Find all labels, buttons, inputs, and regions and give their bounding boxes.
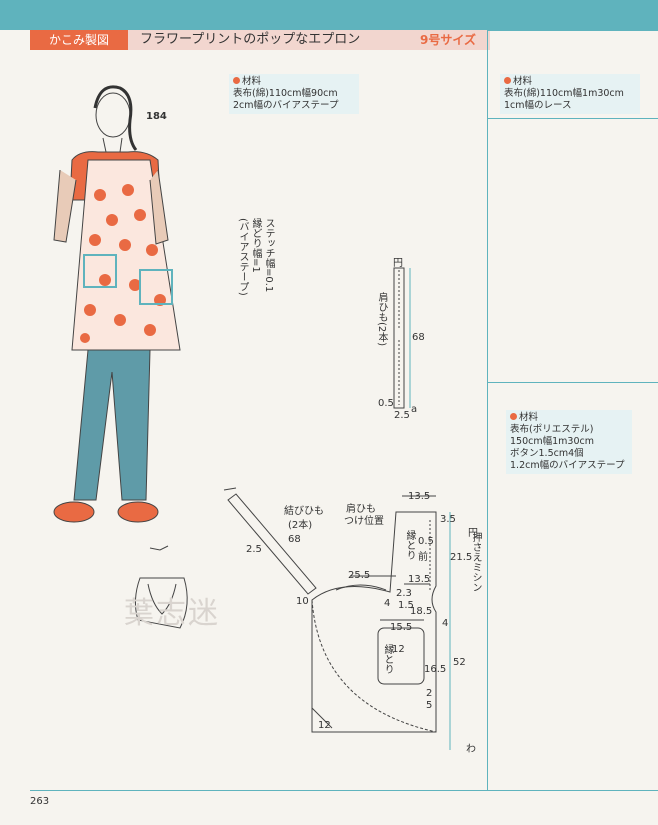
pocket-edge-label: 縁とり [382, 644, 393, 674]
dim-d10: 10 [296, 596, 309, 607]
apron-body-pattern [311, 495, 451, 750]
dim-w3: 13.5 [408, 574, 431, 585]
edge-label: 縁とり [404, 530, 415, 560]
strap-label: 肩ひも(2本) [376, 292, 387, 347]
strap-length: 68 [412, 332, 425, 343]
header-band: かこみ製図 フラワープリントのポップなエプロン 9号サイズ [30, 30, 490, 50]
bottom-rule [30, 790, 658, 791]
materials-box-2: 材料 表布(綿)110cm幅1m30cm 1cm幅のレース [500, 74, 640, 114]
dim-top-right: 3.5 [440, 514, 456, 525]
watermark: 葉志迷 [124, 596, 220, 631]
dim-fold: 0.5 [418, 536, 434, 547]
tie-label: 結びひも [284, 506, 324, 517]
dim-d15: 1.5 [398, 600, 414, 611]
strap-width: 2.5 [394, 410, 410, 421]
body-top-mark: 円 [468, 528, 478, 539]
dim-d12: 12 [318, 720, 331, 731]
dim-pocket-h: 12 [392, 644, 405, 655]
strap-fold-mark: a [411, 404, 418, 415]
dim-height: 21.5 [450, 552, 473, 563]
right-low-rule [487, 382, 658, 383]
dim-d4b: 4 [442, 618, 449, 629]
shoulder-pos-label-1: 肩ひも [346, 504, 376, 515]
right-mid-rule [487, 118, 658, 119]
top-color-bar [0, 0, 658, 30]
header-tag: かこみ製図 [30, 30, 128, 50]
strap-seam: 0.5 [378, 398, 394, 409]
figure-number: 184 [146, 111, 167, 122]
bullet-icon [510, 413, 517, 420]
back-view-sketch [134, 545, 188, 629]
dim-d23: 2.3 [396, 588, 412, 599]
right-top-rule [487, 30, 658, 31]
strap-top-mark: 円 [393, 258, 403, 269]
dim-d165: 16.5 [424, 664, 447, 675]
front-label: 前 [418, 552, 428, 563]
strap-pattern [393, 267, 411, 409]
model-illustration [53, 85, 181, 523]
materials-box-3: 材料 表布(ポリエステル) 150cm幅1m30cm ボタン1.5cm4個 1.… [506, 410, 632, 474]
page-title: フラワープリントのポップなエプロン [140, 32, 361, 47]
fold-mark: わ [466, 744, 476, 755]
dim-pocket-w: 15.5 [390, 622, 413, 633]
materials-box-1: 材料 表布(綿)110cm幅90cm 2cm幅のバイアステープ [229, 74, 359, 114]
dim-top-width: 13.5 [408, 491, 431, 502]
bullet-icon [504, 77, 511, 84]
column-divider [487, 30, 488, 790]
shoulder-pos-label-2: つけ位置 [344, 516, 384, 527]
dim-d5: 5 [426, 700, 433, 711]
tie-count: (2本) [288, 520, 313, 531]
bullet-icon [233, 77, 240, 84]
dim-h52: 52 [453, 657, 466, 668]
size-label: 9号サイズ [420, 33, 476, 47]
tie-length: 68 [288, 534, 301, 545]
dim-d4: 4 [384, 598, 391, 609]
dim-width2: 25.5 [348, 570, 371, 581]
dim-d185: 18.5 [410, 606, 433, 617]
press-note: 押さえミシン [470, 532, 481, 592]
tie-width: 2.5 [246, 544, 262, 555]
page-number: 263 [30, 796, 50, 807]
tie-pattern [223, 487, 317, 595]
stitch-note: ステッチ幅=0.1 縁どり幅=1 (バイアステープ) [237, 218, 274, 296]
dim-d2: 2 [426, 688, 433, 699]
